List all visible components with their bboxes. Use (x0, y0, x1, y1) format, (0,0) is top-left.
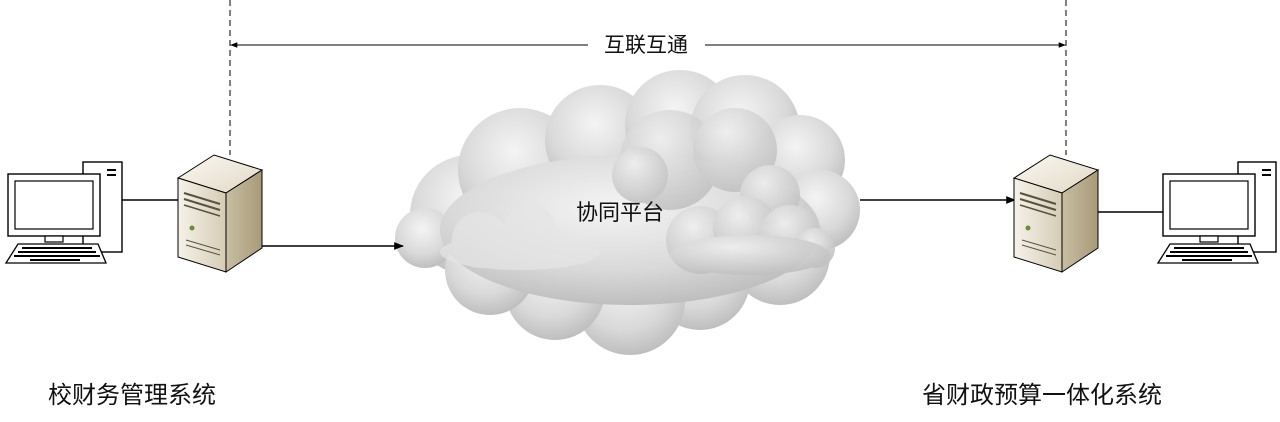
right-system-label: 省财政预算一体化系统 (922, 381, 1162, 409)
left-server-icon (176, 154, 264, 273)
cloud-label: 协同平台 (576, 201, 664, 226)
right-server-icon (1012, 154, 1100, 273)
right-computer-icon (1156, 161, 1277, 264)
top-connector-label: 互联互通 (604, 33, 688, 57)
left-system-label: 校财务管理系统 (48, 381, 216, 409)
left-computer-icon (4, 161, 123, 264)
cloud-icon (395, 70, 860, 355)
